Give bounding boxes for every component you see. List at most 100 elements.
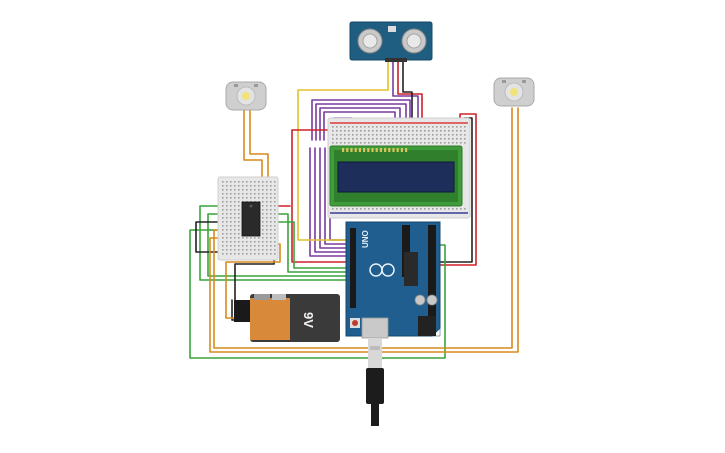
breadboard-hole <box>428 126 430 128</box>
breadboard-hole <box>274 221 276 223</box>
breadboard-hole <box>436 138 438 140</box>
breadboard-hole <box>266 209 268 211</box>
breadboard-hole <box>250 237 252 239</box>
breadboard-hole <box>274 197 276 199</box>
breadboard-hole <box>448 130 450 132</box>
lcd-pin <box>346 148 349 152</box>
breadboard-hole <box>364 130 366 132</box>
breadboard-hole <box>274 241 276 243</box>
breadboard-hole <box>234 193 236 195</box>
breadboard-hole <box>250 181 252 183</box>
breadboard-hole <box>360 134 362 136</box>
breadboard-hole <box>376 208 378 210</box>
breadboard-hole <box>238 217 240 219</box>
breadboard-hole <box>372 138 374 140</box>
breadboard-hole <box>222 221 224 223</box>
breadboard-hole <box>246 189 248 191</box>
breadboard-hole <box>420 208 422 210</box>
breadboard-hole <box>344 142 346 144</box>
breadboard-hole <box>238 229 240 231</box>
breadboard-hole <box>360 208 362 210</box>
breadboard-hole <box>332 134 334 136</box>
breadboard-hole <box>380 208 382 210</box>
breadboard-hole <box>270 181 272 183</box>
breadboard-hole <box>250 241 252 243</box>
breadboard-hole <box>270 241 272 243</box>
breadboard-hole <box>392 208 394 210</box>
breadboard-hole <box>380 130 382 132</box>
breadboard-hole <box>246 197 248 199</box>
breadboard-hole <box>424 126 426 128</box>
breadboard-hole <box>460 142 462 144</box>
breadboard-hole <box>274 201 276 203</box>
lcd-pin <box>396 148 399 152</box>
breadboard-hole <box>234 249 236 251</box>
breadboard-hole <box>270 253 272 255</box>
breadboard-hole <box>432 134 434 136</box>
breadboard-hole <box>262 241 264 243</box>
breadboard-hole <box>226 221 228 223</box>
breadboard-hole <box>242 241 244 243</box>
breadboard-hole <box>270 237 272 239</box>
wire-purple-2 <box>315 103 407 141</box>
breadboard-hole <box>230 241 232 243</box>
breadboard-hole <box>258 193 260 195</box>
breadboard-hole <box>376 126 378 128</box>
breadboard-hole <box>222 217 224 219</box>
breadboard-hole <box>234 185 236 187</box>
breadboard-hole <box>226 253 228 255</box>
breadboard-hole <box>384 126 386 128</box>
breadboard-hole <box>230 225 232 227</box>
breadboard-hole <box>416 138 418 140</box>
breadboard-hole <box>230 185 232 187</box>
breadboard-hole <box>262 253 264 255</box>
breadboard-hole <box>340 126 342 128</box>
breadboard-hole <box>230 213 232 215</box>
lcd-pin <box>392 148 395 152</box>
breadboard-hole <box>416 142 418 144</box>
breadboard-hole <box>270 229 272 231</box>
breadboard-hole <box>254 249 256 251</box>
breadboard-hole <box>452 208 454 210</box>
breadboard-hole <box>412 142 414 144</box>
wire-green-4 <box>189 229 446 359</box>
breadboard-hole <box>262 185 264 187</box>
breadboard-hole <box>364 134 366 136</box>
breadboard-hole <box>274 253 276 255</box>
wire-sensor-red <box>397 59 423 129</box>
breadboard-hole <box>234 229 236 231</box>
breadboard-hole <box>242 189 244 191</box>
breadboard-hole <box>364 142 366 144</box>
breadboard-hole <box>456 134 458 136</box>
breadboard-hole <box>356 208 358 210</box>
breadboard-hole <box>356 138 358 140</box>
breadboard-hole <box>348 134 350 136</box>
breadboard-hole <box>432 130 434 132</box>
breadboard-hole <box>404 208 406 210</box>
breadboard-hole <box>432 208 434 210</box>
breadboard-hole <box>420 126 422 128</box>
breadboard-hole <box>380 138 382 140</box>
breadboard-hole <box>332 138 334 140</box>
breadboard-hole <box>274 193 276 195</box>
breadboard-hole <box>274 205 276 207</box>
breadboard-hole <box>226 181 228 183</box>
breadboard-hole <box>428 208 430 210</box>
breadboard-hole <box>356 134 358 136</box>
breadboard-hole <box>246 249 248 251</box>
breadboard-hole <box>274 185 276 187</box>
breadboard-hole <box>340 134 342 136</box>
lcd-pin <box>405 148 408 152</box>
breadboard-hole <box>380 142 382 144</box>
breadboard-hole <box>352 126 354 128</box>
breadboard-hole <box>356 142 358 144</box>
breadboard-hole <box>270 209 272 211</box>
breadboard-hole <box>464 142 466 144</box>
breadboard-hole <box>352 138 354 140</box>
breadboard-hole <box>250 253 252 255</box>
breadboard-hole <box>444 138 446 140</box>
breadboard-hole <box>340 130 342 132</box>
breadboard-hole <box>262 217 264 219</box>
breadboard-hole <box>254 197 256 199</box>
breadboard-hole <box>412 208 414 210</box>
